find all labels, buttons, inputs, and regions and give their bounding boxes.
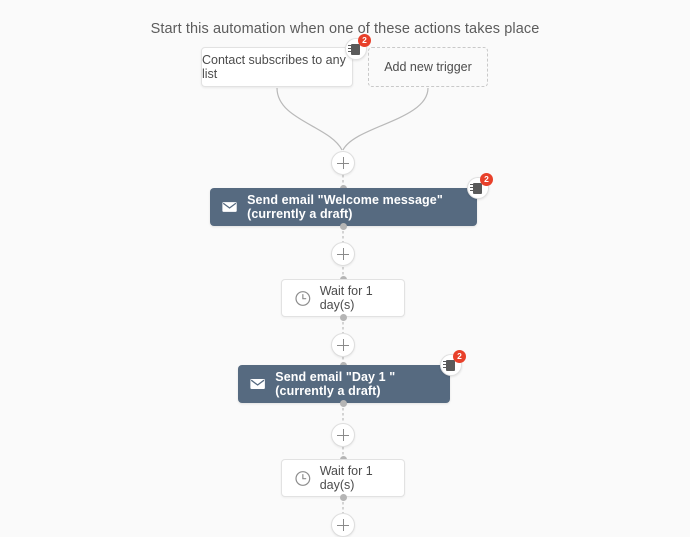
- add-step-button-1[interactable]: [331, 151, 355, 175]
- clock-icon: [295, 290, 311, 306]
- email-report-badge[interactable]: 2: [440, 350, 466, 376]
- trigger-label: Add new trigger: [384, 60, 472, 74]
- action-wait-2[interactable]: Wait for 1 day(s): [281, 459, 405, 497]
- connector-dot: [339, 222, 347, 230]
- add-step-button-4[interactable]: [331, 423, 355, 447]
- action-wait-1[interactable]: Wait for 1 day(s): [281, 279, 405, 317]
- trigger-label: Contact subscribes to any list: [202, 53, 346, 81]
- add-step-button-2[interactable]: [331, 242, 355, 266]
- add-new-trigger-button[interactable]: Add new trigger: [368, 47, 488, 87]
- add-step-button-5[interactable]: [331, 513, 355, 537]
- connector-dot: [339, 313, 347, 321]
- email-report-badge[interactable]: 2: [467, 173, 493, 199]
- badge-count: 2: [480, 173, 493, 186]
- action-send-email-day1[interactable]: Send email "Day 1 " (currently a draft): [238, 365, 450, 403]
- badge-count: 2: [358, 34, 371, 47]
- badge-count: 2: [453, 350, 466, 363]
- add-step-button-3[interactable]: [331, 333, 355, 357]
- action-label: Wait for 1 day(s): [319, 284, 373, 312]
- report-icon: [347, 43, 360, 55]
- action-send-email-welcome[interactable]: Send email "Welcome message" (currently …: [210, 188, 477, 226]
- clock-icon: [295, 470, 311, 486]
- action-label: Send email "Day 1 " (currently a draft): [275, 370, 396, 398]
- page-title: Start this automation when one of these …: [150, 21, 540, 37]
- envelope-icon: [250, 379, 265, 389]
- trigger-report-badge[interactable]: 2: [345, 34, 371, 60]
- action-label: Wait for 1 day(s): [319, 464, 373, 492]
- trigger-card-subscribe[interactable]: Contact subscribes to any list: [201, 47, 353, 87]
- report-icon: [442, 359, 455, 371]
- connector-dot: [339, 399, 347, 407]
- envelope-icon: [222, 202, 237, 212]
- action-label: Send email "Welcome message" (currently …: [247, 193, 443, 221]
- report-icon: [469, 182, 482, 194]
- connector-dot: [339, 493, 347, 501]
